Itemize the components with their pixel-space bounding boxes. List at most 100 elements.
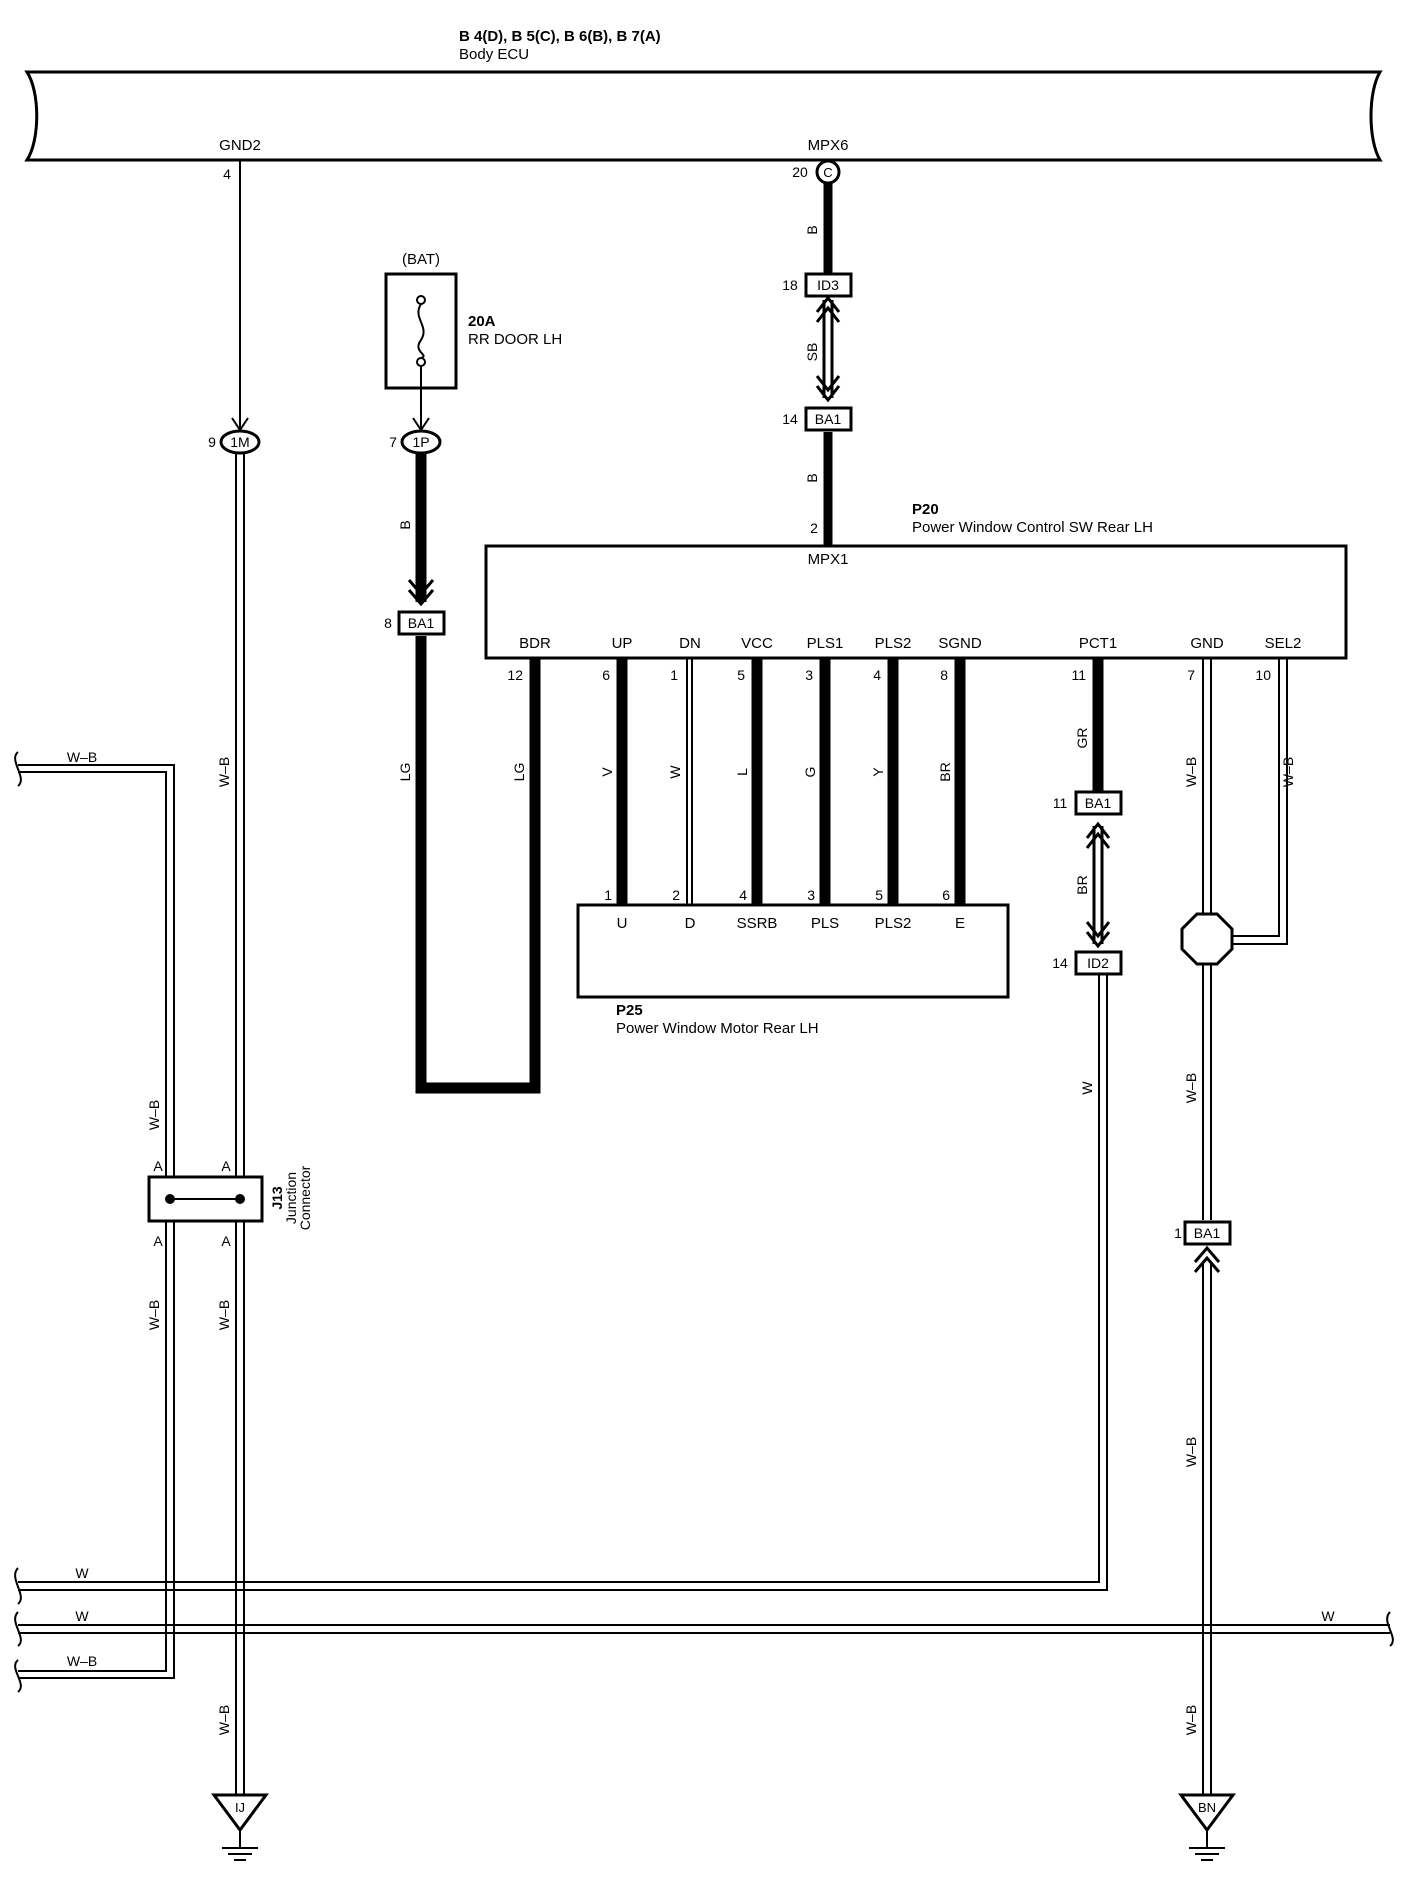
fuse-source: (BAT)	[402, 251, 440, 268]
motor-terminal-d: D	[685, 915, 696, 932]
motor-pin-e: 6	[942, 887, 950, 903]
wire-color-labels: B SB B B LG LG V W L G Y BR GR BR W–B W–…	[67, 225, 1336, 1735]
connector-ba1-pct: BA1 11	[1053, 790, 1123, 816]
wire-label-v: V	[599, 767, 615, 777]
j13-pin-right-bottom: A	[221, 1233, 231, 1249]
ground-ij-label: IJ	[235, 1800, 245, 1815]
wire-label-wb-left-3: W–B	[146, 1300, 162, 1330]
switch-code: P20	[912, 501, 939, 518]
switch-terminal-vcc: VCC	[741, 635, 773, 652]
j13-code: J13	[269, 1186, 285, 1210]
motor-terminal-u: U	[617, 915, 628, 932]
motor-code: P25	[616, 1002, 643, 1019]
motor-terminal-e: E	[955, 915, 965, 932]
j13-label-connector: Connector	[297, 1165, 313, 1230]
ground-bn-label: BN	[1198, 1800, 1216, 1815]
wire-label-lg-1: LG	[397, 763, 413, 782]
power-window-control-switch: P20 Power Window Control SW Rear LH 2 MP…	[484, 501, 1348, 683]
mpx6-pin: 20	[792, 164, 808, 180]
ecu-name: Body ECU	[459, 46, 529, 63]
motor-pin-pls: 3	[807, 887, 815, 903]
connector-ba1-lg-code: BA1	[408, 615, 435, 631]
lg-wire	[407, 454, 541, 1094]
connector-id3-pin: 18	[782, 277, 798, 293]
pct1-wire	[1085, 658, 1111, 949]
switch-pin-gnd: 7	[1187, 667, 1195, 683]
connector-1m-code: 1M	[230, 434, 249, 450]
switch-terminal-sel2: SEL2	[1265, 635, 1302, 652]
switch-terminal-gnd: GND	[1190, 635, 1224, 652]
ecu-terminal-mpx6: MPX6	[808, 137, 849, 154]
mpx6-connector: C	[823, 165, 832, 180]
wire-label-wb-gnd-3: W–B	[1183, 1437, 1199, 1467]
wire-label-wb-left-4: W–B	[216, 1300, 232, 1330]
wire-label-w-1: W	[667, 765, 683, 779]
switch-terminal-pct1: PCT1	[1079, 635, 1117, 652]
switch-terminal-sgnd: SGND	[938, 635, 982, 652]
j13-pin-right-top: A	[221, 1158, 231, 1174]
motor-pin-d: 2	[672, 887, 680, 903]
wire-label-w-bottom-1: W	[75, 1565, 89, 1581]
wire-label-wb-gnd-1: W–B	[1183, 757, 1199, 787]
switch-name: Power Window Control SW Rear LH	[912, 519, 1153, 536]
motor-terminal-pls2: PLS2	[875, 915, 912, 932]
wire-label-gr: GR	[1074, 728, 1090, 749]
wire-label-wb-top-left: W–B	[67, 749, 97, 765]
ground-bn: BN	[1178, 1793, 1236, 1861]
mpx-wire	[815, 183, 841, 550]
connector-ba1-mpx-code: BA1	[815, 411, 842, 427]
ecu-terminal-gnd2: GND2	[219, 137, 261, 154]
connector-ba1-lg: BA1 8	[384, 610, 446, 636]
switch-terminals: BDR12UP6DN1VCC5PLS13PLS24SGND8PCT111GND7…	[507, 635, 1301, 683]
connector-ba1-lg-pin: 8	[384, 615, 392, 631]
wire-label-wb-left-2: W–B	[146, 1100, 162, 1130]
wire-label-wb-bottom: W–B	[67, 1653, 97, 1669]
motor-pin-pls2: 5	[875, 887, 883, 903]
connector-ba1-pct-pin: 11	[1053, 795, 1068, 811]
wire-label-lg-2: LG	[511, 763, 527, 782]
connector-id2-code: ID2	[1087, 955, 1109, 971]
switch-mpx1-pin: 2	[810, 520, 818, 536]
wire-label-g: G	[802, 767, 818, 778]
motor-pin-ssrb: 4	[739, 887, 747, 903]
body-ecu: B 4(D), B 5(C), B 6(B), B 7(A) Body ECU …	[24, 28, 1383, 162]
connector-ba1-gnd: BA1 1	[1174, 1220, 1232, 1246]
motor-terminal-pls: PLS	[811, 915, 839, 932]
connector-1p-pin: 7	[389, 434, 397, 450]
connector-id2-pin: 14	[1052, 955, 1068, 971]
wire-break-marks	[14, 751, 1394, 1693]
connector-1p: 1P 7	[389, 429, 442, 455]
wire-label-w-bottom-2: W	[75, 1608, 89, 1624]
wire-label-br-2: BR	[1074, 875, 1090, 894]
switch-pin-vcc: 5	[737, 667, 745, 683]
switch-terminal-pls2: PLS2	[875, 635, 912, 652]
switch-pin-up: 6	[602, 667, 610, 683]
connector-1p-code: 1P	[412, 434, 429, 450]
connector-1m: 1M 9	[208, 429, 261, 455]
wire-label-w-2: W	[1079, 1081, 1095, 1095]
motor-pin-u: 1	[604, 887, 612, 903]
ground-ij: IJ	[211, 1793, 269, 1861]
ecu-gnd2-pin: 4	[223, 166, 231, 182]
switch-motor-wires	[616, 658, 966, 905]
switch-pin-pct1: 11	[1071, 667, 1086, 683]
connector-ba1-pct-code: BA1	[1085, 795, 1112, 811]
ecu-part-codes: B 4(D), B 5(C), B 6(B), B 7(A)	[459, 28, 661, 45]
wire-label-sb: SB	[804, 343, 820, 362]
j13-pin-left-bottom: A	[153, 1233, 163, 1249]
switch-pin-dn: 1	[670, 667, 678, 683]
connector-ba1-gnd-code: BA1	[1194, 1225, 1221, 1241]
fuse-20a-rr-door-lh: (BAT) 20A RR DOOR LH	[384, 251, 562, 432]
mpx6-terminal: C 20	[792, 159, 841, 185]
fuse-rating: 20A	[468, 313, 496, 330]
wire-label-wb-sel2: W–B	[1280, 757, 1296, 787]
j13-label-junction: Junction	[283, 1172, 299, 1224]
wire-label-br-1: BR	[937, 762, 953, 781]
wire-label-wb-left-1: W–B	[216, 757, 232, 787]
connector-id2: ID2 14	[1052, 950, 1123, 976]
j13-pin-left-top: A	[153, 1158, 163, 1174]
switch-terminal-up: UP	[612, 635, 633, 652]
switch-terminal-dn: DN	[679, 635, 701, 652]
